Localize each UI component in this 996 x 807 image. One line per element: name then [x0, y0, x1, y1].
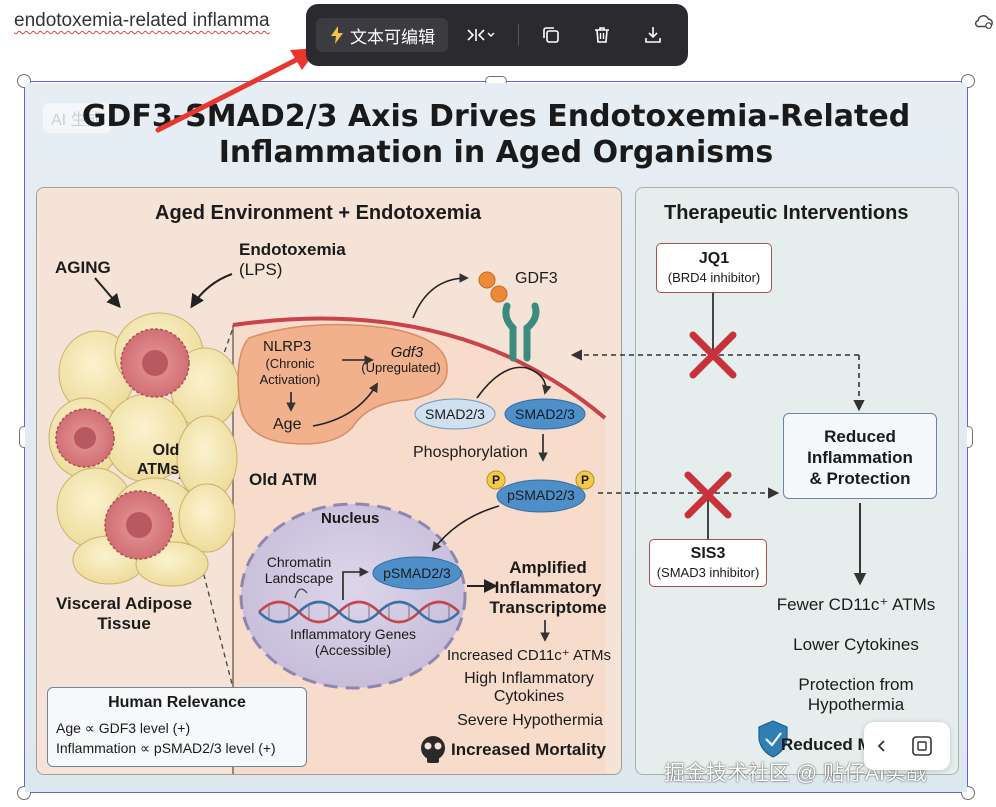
- endotoxemia-label: Endotoxemia: [239, 240, 346, 259]
- download-icon: [645, 27, 661, 43]
- phospho-mark-left: P: [491, 473, 500, 487]
- lightning-icon: [331, 26, 343, 44]
- increased-mortality-label: Increased Mortality: [451, 740, 606, 759]
- phospho-mark-right: P: [580, 473, 589, 487]
- high-cytokines-label-1: High Inflammatory: [464, 670, 594, 687]
- download-button[interactable]: [636, 18, 670, 52]
- split-icon: [467, 29, 495, 41]
- jq1-label: JQ1: [698, 250, 730, 267]
- fewer-cd11c-label: Fewer CD11c⁺ ATMs: [776, 595, 936, 614]
- sis3-box: SIS3 (SMAD3 inhibitor): [649, 539, 767, 587]
- nucleus-label: Nucleus: [321, 510, 380, 527]
- reduced-mortality-label: Reduced M: [781, 735, 872, 754]
- reduced-inflammation-box: Reduced Inflammation & Protection: [783, 413, 937, 499]
- human-relevance-line-2: Inflammation ∝ pSMAD2/3 level (+): [56, 740, 276, 756]
- copy-icon: [543, 27, 559, 43]
- figure-title-line-1: GDF3-SMAD2/3 Axis Drives Endotoxemia-Rel…: [81, 99, 911, 134]
- amplified-label-3: Transcriptome: [489, 598, 607, 617]
- high-cytokines-label-2: Cytokines: [493, 688, 565, 705]
- sis3-desc: (SMAD3 inhibitor): [656, 565, 760, 580]
- floating-controls: [864, 722, 950, 770]
- watermark: 掘金技术社区 @ 贴仔AI实战: [664, 762, 927, 785]
- protection-label-2: Hypothermia: [807, 695, 905, 714]
- visceral-label-2: Tissue: [97, 614, 151, 633]
- split-dropdown-button[interactable]: [456, 18, 504, 52]
- toolbar-divider: [518, 24, 519, 46]
- delete-button[interactable]: [585, 18, 619, 52]
- copy-button[interactable]: [534, 18, 568, 52]
- nlrp3-chronic: (Chronic: [265, 356, 315, 371]
- edit-text-label: 文本可编辑: [350, 27, 435, 47]
- sis3-label: SIS3: [690, 545, 726, 562]
- document-text-line[interactable]: endotoxemia-related inflamma: [14, 10, 270, 31]
- reduced-label-1: Reduced: [824, 427, 896, 446]
- receptor-icon: [502, 302, 540, 362]
- old-atms-label-1: Old: [152, 442, 180, 459]
- chromatin-label-2: Landscape: [264, 570, 334, 586]
- psmad-label: pSMAD2/3: [507, 487, 575, 503]
- amplified-label-1: Amplified: [509, 558, 587, 577]
- pathway-diagram: [48, 271, 607, 774]
- human-relevance-line-1: Age ∝ GDF3 level (+): [56, 720, 191, 736]
- fit-screen-icon[interactable]: [910, 734, 934, 758]
- edit-text-button[interactable]: 文本可编辑: [316, 18, 448, 52]
- visceral-label-1: Visceral Adipose: [55, 594, 193, 613]
- dna-helix: [258, 600, 460, 624]
- amplified-label-2: Inflammatory: [494, 578, 602, 597]
- nlrp3-label: NLRP3: [263, 338, 312, 355]
- psmad-nuclear-label: pSMAD2/3: [383, 565, 451, 581]
- cloud-sync-icon[interactable]: [973, 10, 995, 32]
- protection-label-1: Protection from: [798, 675, 914, 694]
- lower-cytokines-label: Lower Cytokines: [793, 635, 919, 654]
- ai-generated-tag: AI 生成: [43, 103, 111, 133]
- skull-icon: [421, 736, 445, 763]
- gdf3-ligand-label: GDF3: [515, 270, 558, 287]
- lps-label: (LPS): [239, 260, 283, 279]
- left-panel-title: Aged Environment + Endotoxemia: [155, 202, 482, 224]
- genes-label-1: Inflammatory Genes: [289, 626, 417, 642]
- reduced-label-3: & Protection: [809, 469, 911, 488]
- figure-image[interactable]: AI 生成 GDF3-SMAD2/3 Axis Drives Endotoxem…: [25, 83, 967, 792]
- image-toolbar: 文本可编辑: [306, 4, 688, 66]
- human-relevance-box: Human Relevance Age ∝ GDF3 level (+) Inf…: [47, 687, 307, 767]
- old-atm-label: Old ATM: [249, 470, 317, 489]
- old-atm-cells: [55, 328, 190, 560]
- genes-label-2: (Accessible): [314, 642, 392, 658]
- jq1-box: JQ1 (BRD4 inhibitor): [656, 243, 772, 293]
- right-panel-title: Therapeutic Interventions: [664, 202, 909, 224]
- nlrp3-activation: Activation): [259, 372, 321, 387]
- age-label: Age: [273, 416, 302, 433]
- gdf3-upregulated: (Upregulated): [361, 360, 441, 375]
- reduced-label-2: Inflammation: [807, 448, 913, 467]
- trash-icon: [595, 27, 609, 43]
- aging-label: AGING: [55, 258, 111, 277]
- old-atms-label-2: ATMs: [136, 461, 180, 478]
- chromatin-label-1: Chromatin: [266, 554, 332, 570]
- figure-title-line-2: Inflammation in Aged Organisms: [218, 135, 774, 170]
- left-panel: Aged Environment + Endotoxemia: [36, 187, 622, 775]
- gdf3-gene-label: Gdf3: [390, 344, 424, 361]
- smad-unphos-label: SMAD2/3: [425, 406, 485, 422]
- chevron-left-icon[interactable]: [872, 736, 892, 756]
- phosphorylation-label: Phosphorylation: [413, 444, 528, 461]
- severe-hypothermia-label: Severe Hypothermia: [457, 712, 603, 729]
- smad-active-label: SMAD2/3: [515, 406, 575, 422]
- human-relevance-title: Human Relevance: [108, 694, 246, 711]
- increased-cd11c-label: Increased CD11c⁺ ATMs: [446, 647, 612, 664]
- jq1-desc: (BRD4 inhibitor): [667, 270, 761, 285]
